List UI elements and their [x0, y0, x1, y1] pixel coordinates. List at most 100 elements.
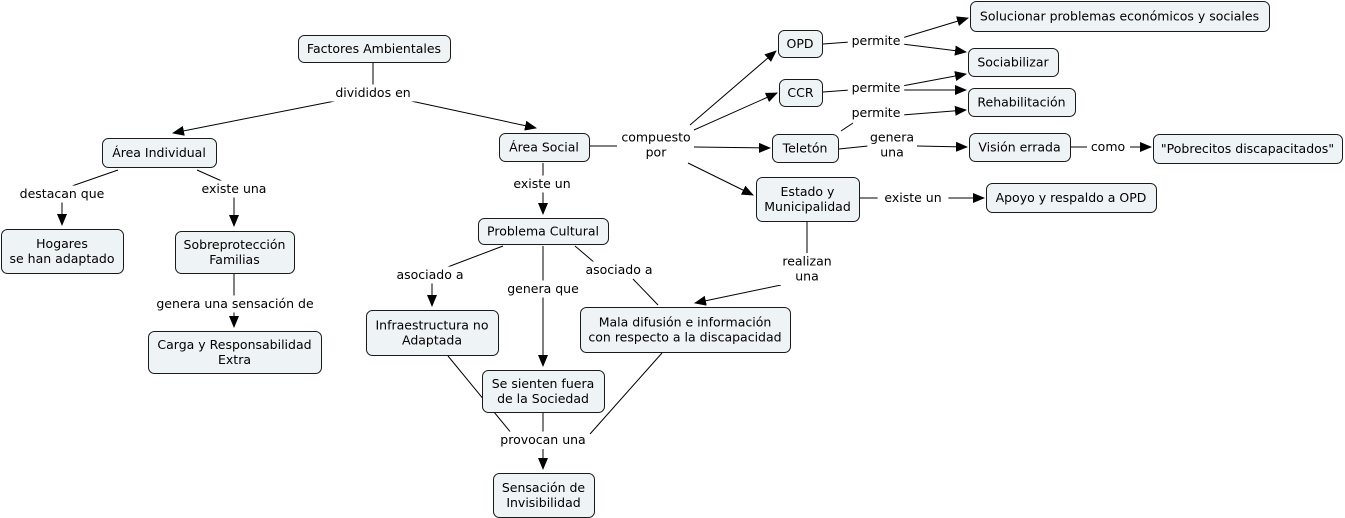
linking-phrase-background — [847, 104, 905, 122]
concept-label: Solucionar problemas económicos y social… — [980, 9, 1259, 24]
concept-label: Área Individual — [112, 145, 206, 160]
linking-phrase-background — [149, 295, 321, 313]
concept-solucionar[interactable]: Solucionar problemas económicos y social… — [970, 1, 1270, 32]
concept-box — [482, 370, 605, 413]
concept-label-line: Sobreprotección — [184, 237, 286, 252]
line-connector — [196, 169, 225, 183]
concept-label-line: Familias — [209, 252, 259, 267]
concept-label-line: Área Social — [509, 140, 579, 155]
line-connector — [444, 245, 504, 269]
arrow-connector — [901, 71, 967, 87]
concept-area-social[interactable]: Área Social — [499, 133, 590, 162]
concept-label-line: Sociabilizar — [977, 55, 1049, 70]
linking-phrase-line: asociado a — [585, 262, 652, 277]
arrow-connector — [172, 100, 336, 136]
concept-label: Sociabilizar — [977, 55, 1049, 70]
arrow-connector — [410, 100, 537, 131]
linking-phrase-line: genera que — [507, 281, 579, 296]
concept-pobrecitos[interactable]: "Pobrecitos discapacitados" — [1153, 134, 1343, 164]
arrow-connector — [689, 50, 777, 126]
linking-phrase-background — [326, 84, 420, 102]
linking-phrase-line: como — [1091, 139, 1125, 154]
concept-label-line: Infraestructura no — [375, 318, 488, 333]
linking-phrase-existe-un-estado: existe un — [884, 190, 941, 205]
concept-label-line: Problema Cultural — [487, 224, 599, 239]
concept-label: Área Social — [509, 140, 579, 155]
concept-label: Factores Ambientales — [307, 41, 441, 56]
concept-label-line: Factores Ambientales — [307, 41, 441, 56]
line-connector — [71, 169, 119, 187]
concept-sociabilizar[interactable]: Sociabilizar — [968, 48, 1059, 77]
concept-box — [986, 183, 1157, 213]
concept-label: Apoyo y respaldo a OPD — [996, 190, 1147, 205]
concept-box — [298, 35, 451, 63]
linking-phrase-background — [580, 261, 658, 279]
linking-phrase-background — [195, 180, 273, 198]
linking-phrase-line: genera una sensación de — [156, 296, 314, 311]
linking-phrase-permite-tel: permite — [852, 105, 901, 120]
concept-label-line: Sensación de — [502, 480, 586, 495]
concept-rehabilitacion[interactable]: Rehabilitación — [968, 88, 1076, 117]
concept-teleton[interactable]: Teletón — [772, 134, 839, 163]
linking-phrase-line: una — [795, 269, 819, 284]
linking-phrase-line: realizan — [782, 254, 831, 269]
arrow-connector — [693, 92, 778, 131]
linking-phrase-como: como — [1091, 139, 1125, 154]
concept-label-line: con respecto a la discapacidad — [588, 330, 781, 345]
line-connector — [447, 355, 513, 435]
concept-label: Rehabilitación — [977, 95, 1065, 110]
concept-vision[interactable]: Visión errada — [969, 133, 1071, 162]
concept-problema[interactable]: Problema Cultural — [478, 218, 609, 245]
concept-apoyo[interactable]: Apoyo y respaldo a OPD — [986, 183, 1157, 213]
linking-phrase-background — [391, 266, 469, 284]
concept-box — [969, 133, 1071, 162]
concept-label-line: Apoyo y respaldo a OPD — [996, 190, 1147, 205]
linking-phrase-background — [867, 129, 917, 161]
linking-phrase-line: permite — [852, 105, 901, 120]
line-connector — [822, 89, 851, 93]
concept-label-line: Área Individual — [112, 145, 206, 160]
concept-label-line: OPD — [786, 36, 813, 51]
concept-box — [968, 88, 1076, 117]
concept-ccr[interactable]: CCR — [779, 79, 823, 107]
concept-opd[interactable]: OPD — [778, 30, 823, 58]
concept-area-individual[interactable]: Área Individual — [102, 138, 217, 168]
linking-phrase-existe-una: existe una — [202, 181, 267, 196]
concept-label-line: Extra — [218, 352, 251, 367]
concept-box — [772, 134, 839, 163]
line-connector — [632, 278, 659, 306]
concept-label: Teletón — [782, 141, 828, 156]
linking-phrase-background — [506, 175, 578, 193]
arrow-connector — [687, 162, 754, 196]
arrow-connector — [694, 284, 782, 306]
concept-label: Problema Cultural — [487, 224, 599, 239]
linking-phrase-background — [496, 431, 590, 449]
concept-label: CCR — [787, 85, 813, 100]
concept-box — [102, 138, 217, 168]
linking-phrase-genera-que: genera que — [507, 281, 579, 296]
arrow-connector — [901, 43, 967, 56]
concept-label-line: Invisibilidad — [506, 495, 580, 510]
linking-phrase-line: una — [880, 145, 904, 160]
linking-phrase-line: destacan que — [20, 186, 105, 201]
concept-factores[interactable]: Factores Ambientales — [298, 35, 451, 63]
concept-box — [175, 231, 295, 274]
concept-label-line: Rehabilitación — [977, 95, 1065, 110]
